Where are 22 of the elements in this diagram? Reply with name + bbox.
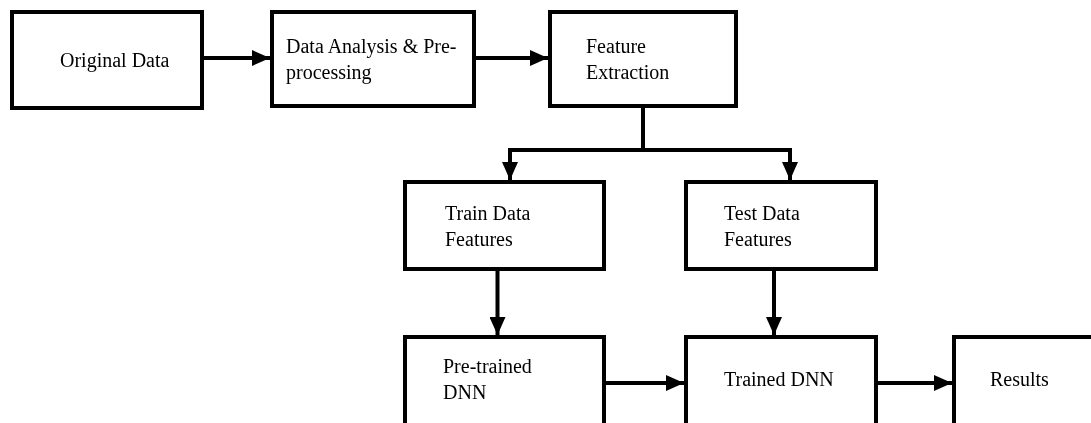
arrow bbox=[641, 108, 798, 180]
box-label: Original Data bbox=[60, 48, 170, 73]
box-label: Pre-trained DNN bbox=[443, 354, 533, 405]
box-label: Trained DNN bbox=[724, 367, 834, 392]
arrow bbox=[204, 50, 270, 66]
box-label: Feature Extraction bbox=[586, 34, 671, 85]
process-box bbox=[403, 335, 606, 423]
arrow bbox=[489, 271, 506, 335]
process-box bbox=[684, 180, 878, 271]
arrow bbox=[878, 375, 952, 391]
box-label: Train Data Features bbox=[445, 200, 532, 252]
arrow bbox=[766, 271, 782, 335]
process-box bbox=[10, 10, 204, 110]
process-box bbox=[403, 180, 606, 271]
box-label: Results bbox=[990, 367, 1049, 392]
box-label: Data Analysis & Pre-processing bbox=[286, 34, 458, 85]
box-label: Test Data Features bbox=[724, 200, 801, 252]
arrow bbox=[476, 50, 548, 66]
process-box bbox=[270, 10, 476, 108]
process-box bbox=[548, 10, 738, 108]
arrow bbox=[606, 375, 684, 391]
process-box bbox=[684, 335, 878, 423]
